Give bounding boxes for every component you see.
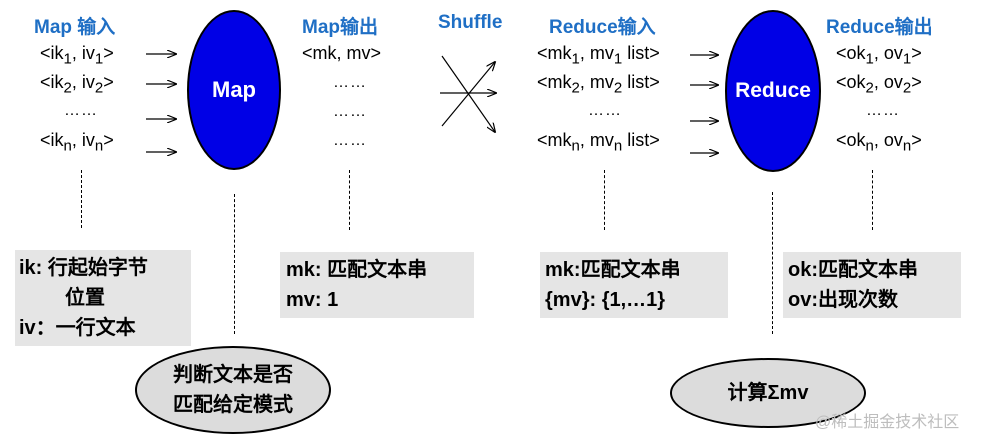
map-input-box: ik: 行起始字节 位置 iv：一行文本 (15, 250, 191, 346)
reduce-input-row-1: <mk1, mv1 list> (537, 43, 660, 68)
watermark: @稀土掘金技术社区 (815, 414, 960, 431)
shuffle-header: Shuffle (438, 12, 503, 33)
map-output-header: Map输出 (302, 17, 379, 38)
map-node-connector (234, 194, 235, 334)
map-node: Map (187, 10, 281, 170)
reduce-output-header: Reduce输出 (826, 17, 933, 38)
map-note-line-1: 判断文本是否 (173, 364, 293, 386)
map-input-connector (81, 170, 82, 228)
map-note-oval: 判断文本是否 匹配给定模式 (135, 346, 331, 434)
map-input-header: Map 输入 (34, 17, 116, 38)
map-output-row: <mk, mv> (302, 43, 382, 63)
reduce-output-row-1: <ok1, ov1> (836, 43, 922, 68)
map-input-arrows (146, 54, 176, 152)
reduce-input-box: mk:匹配文本串 {mv}: {1,…1} (540, 252, 728, 318)
reduce-input-row-2: <mk2, mv2 list> (537, 72, 660, 97)
map-output-ellipsis-1: …… (333, 74, 367, 91)
map-input-row-2: <ik2, iv2> (40, 72, 114, 97)
map-input-row-n: <ikn, ivn> (40, 130, 114, 155)
reduce-node-connector (772, 192, 773, 334)
reduce-input-box-line-2: {mv}: {1,…1} (545, 289, 666, 311)
reduce-output-box-line-1: ok:匹配文本串 (788, 259, 918, 281)
reduce-output-connector (872, 170, 873, 230)
reduce-input-ellipsis: …… (588, 102, 622, 119)
reduce-node: Reduce (725, 10, 821, 172)
map-note-line-2: 匹配给定模式 (173, 394, 293, 416)
map-output-box-line-1: mk: 匹配文本串 (286, 259, 428, 281)
reduce-input-connector (604, 170, 605, 230)
map-input-box-line-1: ik: 行起始字节 (19, 257, 148, 279)
map-input-box-line-2: 位置 (65, 287, 105, 309)
reduce-output-row-2: <ok2, ov2> (836, 72, 922, 97)
reduce-input-box-line-1: mk:匹配文本串 (545, 259, 681, 281)
map-output-ellipsis-2: …… (333, 103, 367, 120)
reduce-input-row-n: <mkn, mvn list> (537, 130, 660, 155)
map-output-box-line-2: mv: 1 (286, 289, 339, 311)
reduce-note-oval: 计算Σmv (670, 358, 866, 428)
map-input-ellipsis: …… (64, 102, 98, 119)
reduce-output-ellipsis: …… (866, 102, 900, 119)
reduce-output-box-line-2: ov:出现次数 (788, 289, 898, 311)
reduce-note-text: 计算Σmv (727, 382, 809, 404)
reduce-input-header: Reduce输入 (549, 17, 656, 38)
map-input-box-line-3: iv：一行文本 (19, 317, 136, 339)
reduce-output-box: ok:匹配文本串 ov:出现次数 (783, 252, 961, 318)
map-output-box: mk: 匹配文本串 mv: 1 (280, 252, 474, 318)
reduce-output-row-n: <okn, ovn> (836, 130, 922, 155)
reduce-input-arrows (690, 55, 718, 153)
shuffle-arrows (440, 55, 496, 132)
map-input-row-1: <ik1, iv1> (40, 43, 114, 68)
map-output-ellipsis-3: …… (333, 132, 367, 149)
map-output-connector (349, 170, 350, 230)
